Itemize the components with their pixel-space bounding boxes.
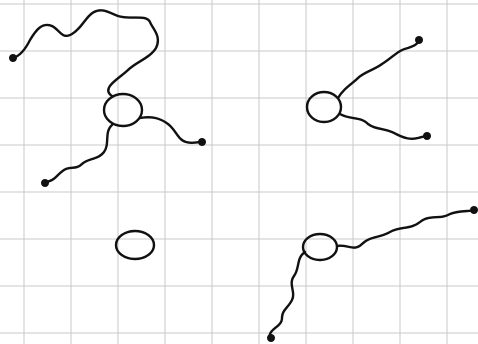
arm-end-dot — [267, 334, 275, 342]
core-ring — [303, 234, 337, 260]
isolated-ring — [116, 231, 154, 259]
wavy-arm — [140, 117, 202, 143]
wavy-arm — [270, 252, 305, 338]
arm-end-dot — [198, 138, 206, 146]
core-ring — [104, 94, 142, 126]
wavy-arm — [338, 40, 419, 98]
arm-end-dot — [415, 36, 423, 44]
branched-structure-top-right — [307, 36, 431, 140]
arm-end-dot — [423, 132, 431, 140]
branched-structure-top-left — [9, 10, 206, 187]
arm-end-dot — [470, 206, 478, 214]
wavy-arm — [45, 125, 112, 183]
wavy-arm — [337, 210, 474, 248]
arm-end-dot — [41, 179, 49, 187]
wavy-arm — [13, 10, 158, 96]
branched-structure-bottom-right — [267, 206, 478, 342]
arm-end-dot — [9, 54, 17, 62]
core-ring — [307, 92, 341, 122]
core-ring — [116, 231, 154, 259]
